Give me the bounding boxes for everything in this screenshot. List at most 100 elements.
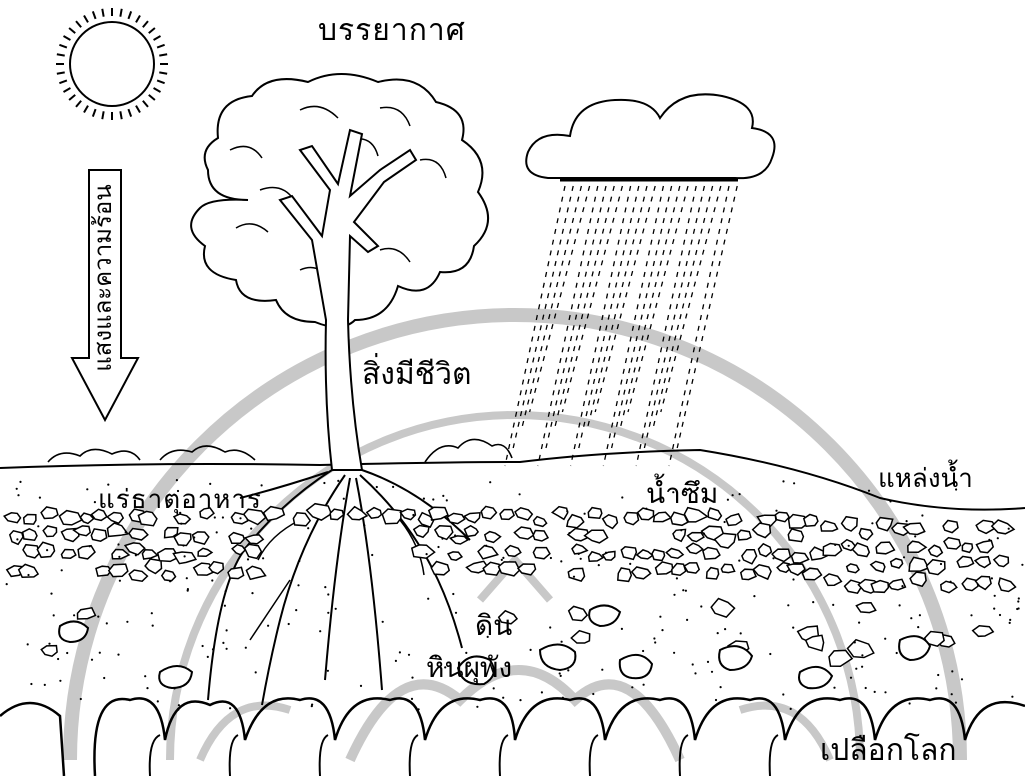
- sun-ray: [157, 80, 165, 83]
- soil-dot: [337, 480, 339, 482]
- soil-dot: [792, 578, 794, 580]
- rain-streak: [628, 186, 688, 412]
- soil-pebble: [688, 533, 704, 542]
- soil-dot: [993, 608, 995, 610]
- soil-pebble: [293, 513, 310, 526]
- soil-dot: [412, 514, 414, 516]
- soil-dot: [903, 556, 905, 558]
- sun-ray: [143, 21, 148, 27]
- soil-pebble: [330, 509, 343, 519]
- soil-pebble: [246, 566, 265, 579]
- soil-pebble: [772, 549, 790, 561]
- label-seepage-water: น้ำซึม: [646, 480, 718, 508]
- sun-ray: [84, 106, 88, 113]
- soil-dot: [727, 499, 729, 501]
- soil-dot: [245, 647, 247, 649]
- soil-dot: [454, 534, 456, 536]
- soil-pebble: [23, 529, 37, 540]
- soil-dot: [247, 558, 249, 560]
- sun-ray: [69, 28, 75, 33]
- soil-dot: [441, 538, 443, 540]
- soil-dot: [19, 481, 21, 483]
- soil-pebble: [245, 544, 262, 558]
- soil-dot: [703, 533, 705, 535]
- soil-pebble: [726, 514, 742, 526]
- sun-icon: [56, 8, 168, 120]
- soil-dot: [560, 560, 562, 562]
- sun-ray: [154, 36, 161, 40]
- soil-dot: [250, 528, 252, 530]
- soil-dot: [850, 677, 852, 679]
- soil-dot: [295, 609, 297, 611]
- soil-pebble: [367, 508, 382, 519]
- soil-dot: [376, 486, 378, 488]
- soil-dot: [832, 604, 834, 606]
- soil-dot: [631, 686, 633, 688]
- soil-dot: [493, 687, 495, 689]
- soil-dot: [343, 498, 345, 500]
- soil-pebble: [129, 529, 148, 541]
- soil-dot: [951, 670, 953, 672]
- soil-dot: [833, 687, 835, 689]
- soil-dot: [392, 486, 394, 488]
- soil-dot: [126, 621, 128, 623]
- soil-pebble: [943, 521, 958, 533]
- soil-dot: [868, 490, 870, 492]
- soil-dot: [560, 675, 562, 677]
- soil-dot: [311, 705, 313, 707]
- soil-dot: [566, 510, 568, 512]
- soil-dot: [182, 544, 184, 546]
- soil-pebble: [450, 536, 467, 544]
- soil-pebble: [465, 526, 479, 537]
- soil-pebble: [142, 550, 157, 559]
- soil-dot: [884, 691, 886, 693]
- soil-pebble: [908, 541, 926, 552]
- soil-pebble: [742, 550, 757, 564]
- soil-pebble: [447, 513, 464, 523]
- soil-pebble: [859, 529, 872, 540]
- soil-dot: [222, 516, 224, 518]
- soil-pebble: [571, 631, 589, 643]
- soil-dot: [61, 569, 63, 571]
- soil-pebble: [173, 552, 196, 564]
- soil-dot: [715, 699, 717, 701]
- soil-dot: [700, 605, 702, 607]
- soil-dot: [226, 648, 228, 650]
- soil-dot: [740, 632, 742, 634]
- sun-ray: [128, 109, 131, 117]
- soil-dot: [144, 675, 146, 677]
- soil-pebble: [435, 526, 453, 540]
- soil-pebble: [481, 506, 496, 518]
- soil-dot: [73, 614, 75, 616]
- soil-pebble: [145, 559, 161, 574]
- soil-pebble: [412, 545, 435, 558]
- sun-ray: [64, 36, 71, 40]
- soil-pebble: [804, 515, 818, 527]
- soil-dot: [89, 545, 91, 547]
- soil-dot: [732, 494, 734, 496]
- soil-pebble: [431, 562, 449, 575]
- soil-dot: [324, 586, 326, 588]
- soil-dot: [861, 666, 863, 668]
- soil-pebble: [848, 640, 874, 658]
- soil-dot: [327, 612, 329, 614]
- soil-pebble: [603, 515, 618, 529]
- soil-dot: [692, 663, 694, 665]
- soil-dot: [772, 557, 774, 559]
- soil-pebble: [792, 553, 809, 563]
- soil-pebble: [775, 512, 789, 521]
- soil-dot: [146, 687, 148, 689]
- soil-dot: [917, 626, 919, 628]
- soil-dot: [1021, 564, 1023, 566]
- soil-pebble: [656, 562, 673, 574]
- soil-dot: [541, 691, 543, 693]
- soil-pebble: [23, 545, 40, 558]
- sun-ray: [143, 101, 148, 107]
- soil-pebble: [957, 556, 973, 567]
- soil-dot: [899, 604, 901, 606]
- soil-dot: [643, 684, 645, 686]
- soil-dot: [152, 625, 154, 627]
- soil-dot: [44, 684, 46, 686]
- soil-pebble: [478, 546, 498, 559]
- soil-dot: [408, 654, 410, 656]
